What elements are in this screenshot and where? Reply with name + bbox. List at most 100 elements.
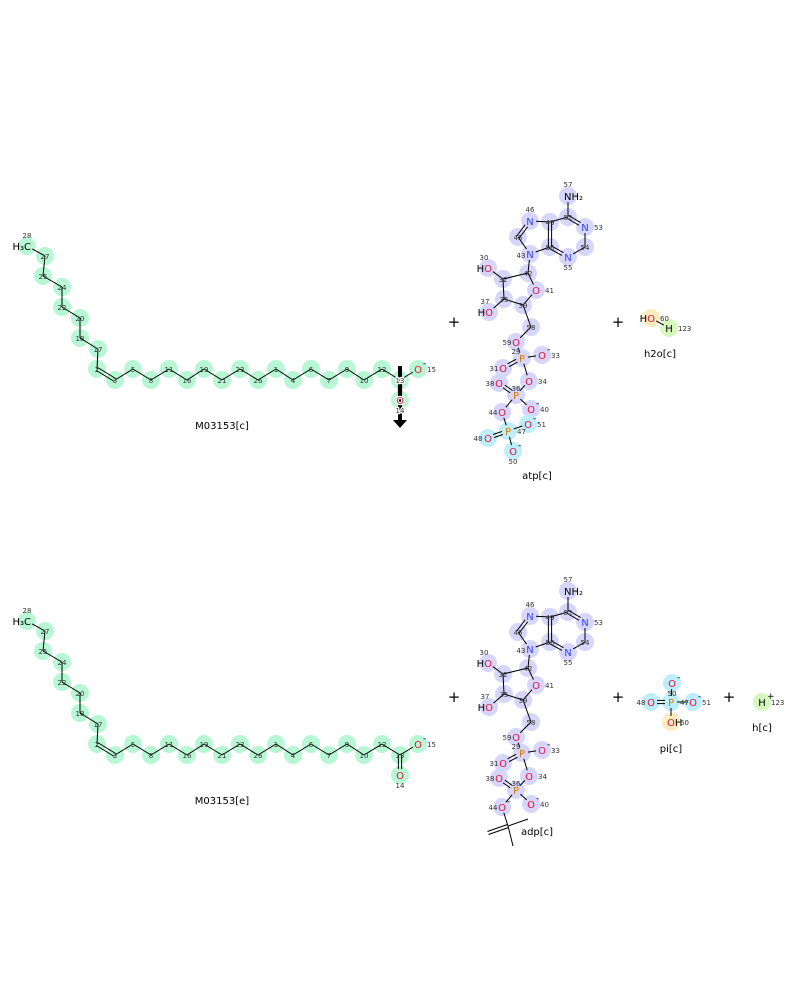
single-bond xyxy=(527,259,530,274)
single-bond xyxy=(522,689,533,701)
double-bond xyxy=(516,619,526,632)
atom-number: 11 xyxy=(165,741,174,749)
single-bond xyxy=(502,673,505,695)
double-bond xyxy=(504,779,513,786)
atom-highlights xyxy=(18,187,771,816)
single-bond xyxy=(61,681,81,694)
atom-highlight xyxy=(662,693,680,711)
charge-sign: - xyxy=(547,740,550,750)
single-bond xyxy=(502,278,505,300)
atom-symbol: O xyxy=(647,698,655,709)
single-bond xyxy=(150,743,170,756)
plus-operator: + xyxy=(448,313,461,331)
single-bond xyxy=(114,743,134,756)
atom-number: 22 xyxy=(58,304,67,312)
atom-number: 23 xyxy=(236,366,245,374)
atom-number: 33 xyxy=(551,747,560,755)
atom-symbol: O xyxy=(509,447,517,458)
atom-number: 28 xyxy=(23,607,32,615)
charge-sign: - xyxy=(507,797,510,807)
atom-number: 35 xyxy=(500,691,509,699)
charge-sign: - xyxy=(533,414,536,424)
atom-symbol: O xyxy=(414,365,422,376)
single-bond xyxy=(519,780,526,786)
atom-symbol: HO xyxy=(640,314,656,325)
charge-sign: - xyxy=(423,359,426,369)
plus-operator: + xyxy=(723,688,736,706)
single-bond xyxy=(527,667,534,680)
atom-highlight xyxy=(660,319,678,337)
double-bond xyxy=(97,742,117,755)
single-bond xyxy=(656,320,664,326)
atom-number: 30 xyxy=(480,649,489,657)
atom-symbol: HO xyxy=(478,308,494,319)
molecule-name: M03153[e] xyxy=(195,796,249,807)
atom-symbol: N xyxy=(526,645,533,656)
atom-number: 53 xyxy=(594,224,603,232)
atom-number: 56 xyxy=(546,639,555,647)
single-bond xyxy=(507,825,514,847)
atom-highlight xyxy=(504,442,522,460)
atom-highlight xyxy=(521,212,539,230)
atom-number: 123 xyxy=(771,699,784,707)
double-bond xyxy=(568,610,581,619)
atom-number: 38 xyxy=(486,380,495,388)
atom-number: 59 xyxy=(503,734,512,742)
single-bond xyxy=(114,368,134,381)
atom-symbol: O xyxy=(525,772,533,783)
single-bond xyxy=(61,306,81,319)
single-bond xyxy=(535,615,551,618)
atom-number: 29 xyxy=(512,743,521,751)
atom-number: 46 xyxy=(526,601,535,609)
atom-number: 10 xyxy=(360,377,369,385)
atom-highlight xyxy=(663,674,681,692)
atom-number: 50 xyxy=(509,458,518,466)
atom-symbol: O xyxy=(689,698,697,709)
single-bond xyxy=(96,723,99,745)
atom-number: 5 xyxy=(131,741,135,749)
double-bond xyxy=(548,247,563,256)
single-bond xyxy=(549,611,569,618)
atom-number: 37 xyxy=(481,693,490,701)
atom-number: 123 xyxy=(678,325,691,333)
atom-number: 55 xyxy=(564,659,573,667)
atom-highlight xyxy=(490,374,508,392)
atom-symbol: N xyxy=(581,618,588,629)
atom-number: 57 xyxy=(564,181,573,189)
atom-number: 41 xyxy=(545,682,554,690)
double-bond xyxy=(518,621,529,634)
atom-number: 40 xyxy=(540,801,549,809)
atom-number: 43 xyxy=(517,252,526,260)
atom-symbol: O xyxy=(495,379,503,390)
double-bond xyxy=(568,215,581,224)
atom-highlight xyxy=(409,735,427,753)
atom-number: 31 xyxy=(490,760,499,768)
single-bond xyxy=(328,743,348,756)
atom-number: 37 xyxy=(481,298,490,306)
double-bond xyxy=(516,224,526,237)
atom-number: 21 xyxy=(218,752,227,760)
single-bond xyxy=(517,631,527,645)
atom-number: 55 xyxy=(564,264,573,272)
atom-number: 43 xyxy=(517,647,526,655)
atom-number: 30 xyxy=(480,254,489,262)
atom-number: 6 xyxy=(309,366,314,374)
atom-highlight xyxy=(409,360,427,378)
single-bond xyxy=(132,368,152,381)
single-bond xyxy=(527,654,530,669)
atom-highlight xyxy=(642,309,660,327)
atom-symbol: OH xyxy=(667,718,682,729)
charge-sign: - xyxy=(698,692,701,702)
single-bond xyxy=(399,371,414,381)
atom-symbol: O xyxy=(525,377,533,388)
atom-symbol: P xyxy=(668,698,674,709)
plus-operator: + xyxy=(448,688,461,706)
atom-number: 44 xyxy=(489,804,498,812)
atom-symbol: O xyxy=(524,420,532,431)
atom-number: 48 xyxy=(474,435,483,443)
single-bond xyxy=(505,794,513,803)
atom-number: 34 xyxy=(538,378,547,386)
single-bond xyxy=(503,417,507,426)
atom-number: 49 xyxy=(546,219,555,227)
